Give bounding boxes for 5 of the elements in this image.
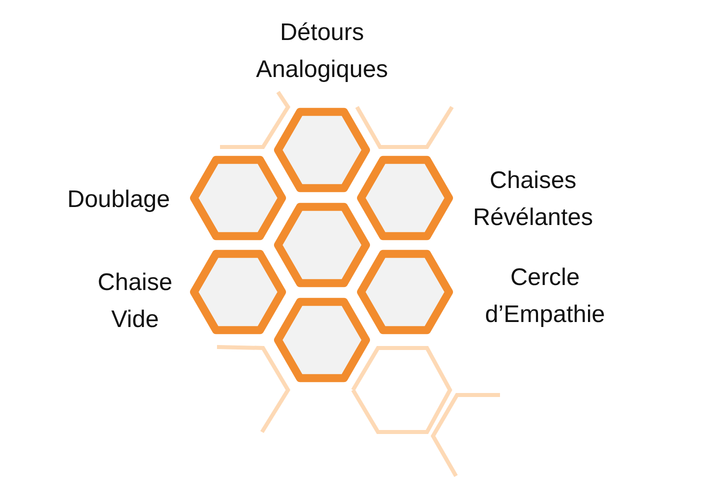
category-label: Chaise Vide <box>96 268 174 335</box>
category-label: Cercle d’Empathie <box>484 263 606 330</box>
category-label: Chaises Révélantes <box>472 166 594 233</box>
category-label: Détours Analogiques <box>254 18 390 85</box>
category-label: Doublage <box>66 185 170 215</box>
